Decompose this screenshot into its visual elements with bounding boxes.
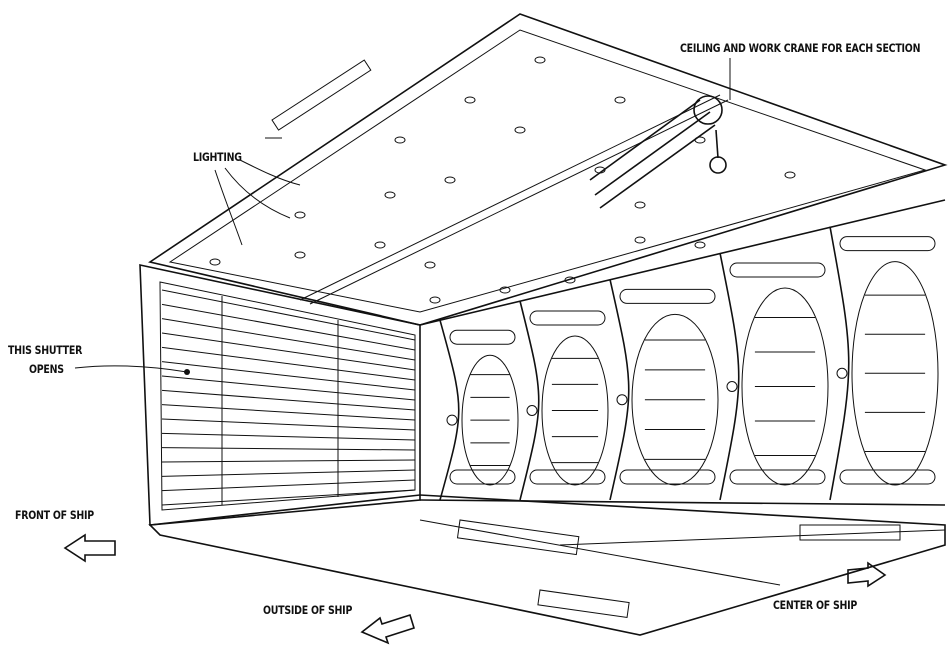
- label-center-of-ship: CENTER OF SHIP: [773, 598, 858, 612]
- direction-arrows: [63, 533, 887, 645]
- label-shutter-2: OPENS: [29, 362, 64, 376]
- label-front-of-ship: FRONT OF SHIP: [15, 508, 94, 522]
- ceiling-panel: [148, 13, 948, 326]
- shutter-wall: [139, 264, 421, 526]
- front-arrow: [63, 533, 116, 563]
- floor-panel: [148, 494, 946, 636]
- ceiling-lights: [209, 56, 796, 304]
- label-lighting: LIGHTING: [193, 150, 242, 164]
- leader-lines: [74, 58, 731, 375]
- outside-arrow: [360, 613, 415, 645]
- label-outside-of-ship: OUTSIDE OF SHIP: [263, 603, 353, 617]
- label-shutter-1: THIS SHUTTER: [8, 343, 83, 357]
- work-crane: [589, 95, 727, 209]
- center-arrow: [847, 561, 887, 588]
- label-ceiling-crane: CEILING AND WORK CRANE FOR EACH SECTION: [680, 41, 921, 55]
- storage-bays: [419, 199, 946, 506]
